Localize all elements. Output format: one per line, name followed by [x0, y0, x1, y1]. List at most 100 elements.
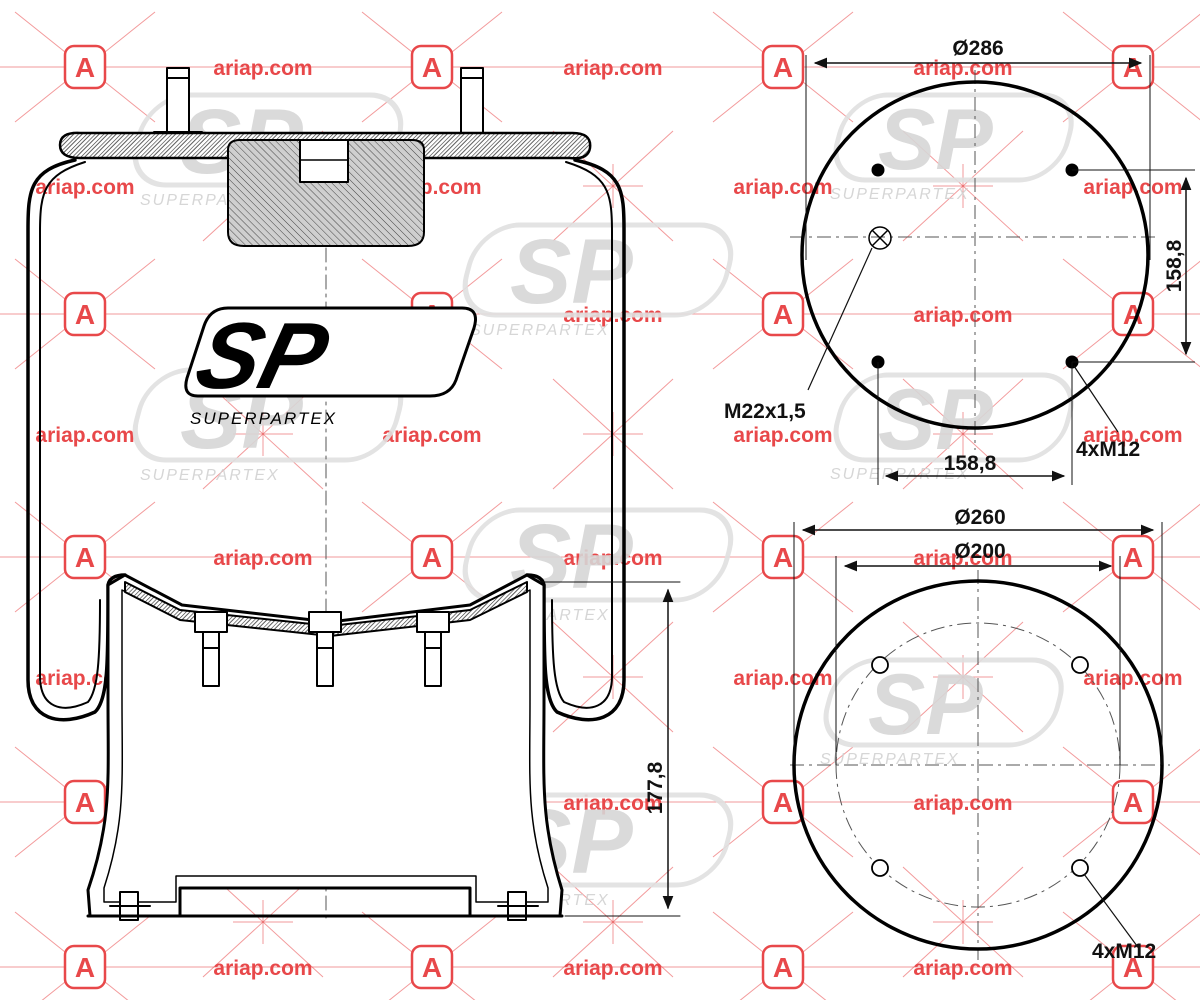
watermark-text: ariap.com	[733, 424, 832, 447]
watermark-badge: A	[63, 291, 107, 337]
watermark-line	[802, 258, 854, 300]
watermark-text: ariap.com	[913, 57, 1012, 80]
watermark-line	[802, 501, 854, 543]
watermark-line	[712, 328, 764, 370]
bottom-bolt-hole	[871, 656, 889, 674]
watermark-line	[451, 501, 503, 543]
air-fitting-leader	[807, 247, 873, 391]
watermark-line	[712, 11, 764, 53]
watermark-line	[802, 911, 854, 953]
bottom-bolt-hole	[1071, 656, 1089, 674]
watermark-line	[14, 11, 66, 53]
watermark-line	[388, 981, 413, 1000]
watermark-badge-letter: A	[1123, 542, 1143, 573]
top-bolt-spacing-v-label: 158,8	[1163, 239, 1186, 292]
watermark-line	[1062, 911, 1114, 953]
watermark-line	[451, 981, 476, 1000]
watermark-line	[361, 501, 413, 543]
svg-text:SUPERPARTEX: SUPERPARTEX	[820, 751, 960, 768]
ghost-logo: SP SUPERPARTEX	[820, 657, 1064, 768]
watermark-line	[1152, 816, 1200, 856]
height-dim-label: 177,8	[644, 761, 667, 814]
watermark-line	[14, 746, 66, 788]
watermark-line	[1062, 501, 1114, 543]
watermark-line	[902, 866, 1024, 978]
watermark-line	[712, 571, 764, 613]
watermark-text: ariap.com	[1083, 667, 1182, 690]
bellows-inner-wall-left	[39, 161, 101, 709]
watermark-line	[552, 621, 674, 733]
watermark-line	[802, 11, 854, 53]
top-bolts-label: 4xM12	[1076, 438, 1140, 461]
watermark-line	[712, 816, 764, 858]
watermark-line	[361, 11, 413, 53]
svg-text:SUPERPARTEX: SUPERPARTEX	[830, 186, 970, 203]
watermark-line	[451, 911, 503, 953]
watermark-line	[1062, 11, 1114, 53]
watermark-badge: A	[63, 944, 107, 990]
watermark-badge: A	[1111, 291, 1155, 337]
watermark-text: ariap.com	[913, 792, 1012, 815]
watermark-badge-letter: A	[75, 787, 95, 818]
watermark-line	[1062, 258, 1114, 300]
watermark-text: ariap.com	[213, 547, 312, 570]
bottom-bolt-hole	[871, 859, 889, 877]
watermark-badge: A	[63, 534, 107, 580]
watermark-badge-letter: A	[422, 542, 442, 573]
watermark-line	[1089, 981, 1114, 1000]
watermark-badge-letter: A	[75, 952, 95, 983]
watermark-layer: AAAAAAAAAAAAAAAAAAAAariap.comariap.comar…	[0, 11, 1200, 1000]
watermark-line	[712, 81, 764, 123]
watermark-line	[1062, 746, 1114, 788]
superpartex-logo: SP SUPERPARTEX	[184, 304, 477, 428]
bottom-plan-view	[790, 522, 1170, 960]
watermark-badge-letter: A	[1123, 952, 1143, 983]
watermark-text: ariap.com	[913, 304, 1012, 327]
watermark-line	[14, 81, 66, 123]
watermark-line	[104, 328, 156, 370]
watermark-line	[739, 981, 764, 1000]
watermark-line	[712, 911, 764, 953]
svg-text:SP: SP	[878, 372, 993, 468]
watermark-badge: A	[410, 44, 454, 90]
watermark-line	[802, 816, 854, 858]
watermark-line	[902, 621, 1024, 733]
watermark-badge-letter: A	[773, 542, 793, 573]
watermark-badge-letter: A	[773, 952, 793, 983]
watermark-badge-letter: A	[1123, 52, 1143, 83]
watermark-line	[802, 571, 854, 613]
ghost-logo: SP SUPERPARTEX	[830, 372, 1074, 483]
watermark-text: ariap.com	[1083, 424, 1182, 447]
height-dimension	[539, 581, 681, 917]
svg-text:SUPERPARTEX: SUPERPARTEX	[140, 467, 280, 484]
ghost-logo: SP SUPERPARTEX	[462, 221, 734, 339]
watermark-line	[1152, 981, 1177, 1000]
watermark-badge: A	[761, 291, 805, 337]
watermark-line	[451, 258, 503, 300]
watermark-text: ariap.com	[913, 957, 1012, 980]
bottom-bolt-circle-label: Ø200	[954, 540, 1005, 563]
watermark-text: ariap.com	[563, 57, 662, 80]
bellows-inner-wall-right	[551, 161, 613, 709]
bottom-bolts-leader	[1083, 873, 1141, 951]
watermark-badge: A	[63, 779, 107, 825]
svg-text:SP: SP	[878, 92, 993, 188]
bottom-outer-diameter-label: Ø260	[954, 506, 1005, 529]
watermark-badge: A	[1111, 534, 1155, 580]
watermark-line	[1152, 81, 1200, 121]
watermark-text: ariap.com	[35, 424, 134, 447]
svg-text:SP: SP	[510, 221, 633, 323]
watermark-line	[712, 258, 764, 300]
watermark-text: ariap.com	[733, 176, 832, 199]
watermark-line	[104, 501, 156, 543]
watermark-badge-letter: A	[773, 299, 793, 330]
watermark-badge-letter: A	[75, 52, 95, 83]
watermark-line	[361, 258, 413, 300]
watermark-badge-letter: A	[773, 52, 793, 83]
watermark-badge: A	[1111, 944, 1155, 990]
watermark-line	[104, 11, 156, 53]
watermark-badge-letter: A	[773, 787, 793, 818]
watermark-line	[1152, 571, 1200, 611]
watermark-badge: A	[63, 44, 107, 90]
